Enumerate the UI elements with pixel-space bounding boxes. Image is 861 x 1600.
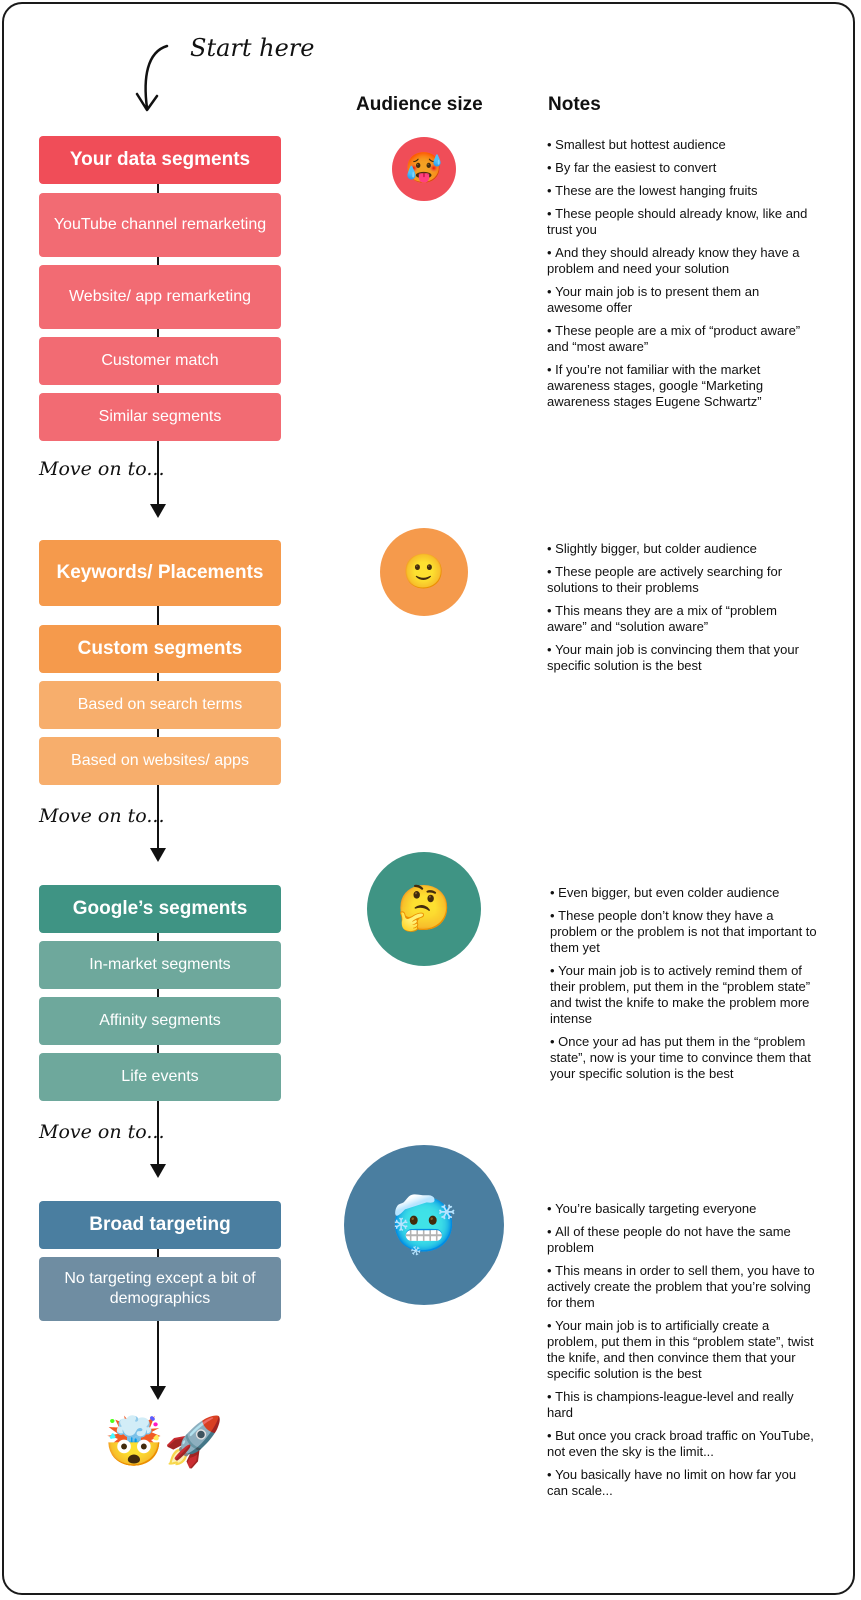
website-remarketing-box: Website/ app remarketing bbox=[39, 265, 281, 329]
cold-face-icon: 🥶 bbox=[390, 1193, 458, 1256]
notes-list-4: You’re basically targeting everyone All … bbox=[547, 1201, 817, 1506]
similar-segments-box: Similar segments bbox=[39, 393, 281, 441]
note-item: Your main job is to artificially create … bbox=[547, 1318, 817, 1382]
note-item: But once you crack broad traffic on YouT… bbox=[547, 1428, 817, 1460]
based-on-search-terms-box: Based on search terms bbox=[39, 681, 281, 729]
based-on-websites-box: Based on websites/ apps bbox=[39, 737, 281, 785]
notes-list-1: Smallest but hottest audience By far the… bbox=[547, 137, 817, 417]
affinity-segments-box: Affinity segments bbox=[39, 997, 281, 1045]
audience-size-circle-cold: 🥶 bbox=[344, 1145, 504, 1305]
move-on-label: Move on to... bbox=[39, 805, 165, 827]
googles-segments-heading: Google’s segments bbox=[39, 885, 281, 933]
note-item: If you’re not familiar with the market a… bbox=[547, 362, 817, 410]
audience-size-header: Audience size bbox=[356, 94, 483, 115]
note-item: These people should already know, like a… bbox=[547, 206, 817, 238]
start-arrow-icon bbox=[135, 44, 169, 112]
slight-smile-icon: 🙂 bbox=[402, 552, 446, 592]
note-item: Smallest but hottest audience bbox=[547, 137, 817, 153]
note-item: These people are a mix of “product aware… bbox=[547, 323, 817, 355]
customer-match-box: Customer match bbox=[39, 337, 281, 385]
notes-header: Notes bbox=[548, 94, 601, 115]
note-item: All of these people do not have the same… bbox=[547, 1224, 817, 1256]
note-item: This means they are a mix of “problem aw… bbox=[547, 603, 817, 635]
note-item: Once your ad has put them in the “proble… bbox=[550, 1034, 818, 1082]
note-item: This means in order to sell them, you ha… bbox=[547, 1263, 817, 1311]
note-item: Your main job is convincing them that yo… bbox=[547, 642, 817, 674]
arrow-down-icon bbox=[150, 1386, 166, 1400]
audience-size-circle-cool: 🤔 bbox=[367, 852, 481, 966]
notes-list-3: Even bigger, but even colder audience Th… bbox=[550, 885, 818, 1089]
note-item: Slightly bigger, but colder audience bbox=[547, 541, 817, 557]
note-item: And they should already know they have a… bbox=[547, 245, 817, 277]
keywords-placements-heading: Keywords/ Placements bbox=[39, 540, 281, 606]
exploding-head-rocket-icon: 🤯🚀 bbox=[104, 1414, 224, 1470]
note-item: This is champions-league-level and reall… bbox=[547, 1389, 817, 1421]
thinking-face-icon: 🤔 bbox=[396, 883, 452, 934]
start-here-label: Start here bbox=[190, 34, 315, 62]
custom-segments-heading: Custom segments bbox=[39, 625, 281, 673]
arrow-down-icon bbox=[150, 504, 166, 518]
hot-face-icon: 🥵 bbox=[405, 151, 443, 186]
note-item: By far the easiest to convert bbox=[547, 160, 817, 176]
note-item: Even bigger, but even colder audience bbox=[550, 885, 818, 901]
life-events-box: Life events bbox=[39, 1053, 281, 1101]
your-data-segments-heading: Your data segments bbox=[39, 136, 281, 184]
arrow-down-icon bbox=[150, 1164, 166, 1178]
no-targeting-box: No targeting except a bit of demographic… bbox=[39, 1257, 281, 1321]
note-item: Your main job is to actively remind them… bbox=[550, 963, 818, 1027]
connector-line bbox=[157, 928, 159, 1164]
note-item: You’re basically targeting everyone bbox=[547, 1201, 817, 1217]
notes-list-2: Slightly bigger, but colder audience The… bbox=[547, 541, 817, 681]
note-item: These people are actively searching for … bbox=[547, 564, 817, 596]
note-item: These people don’t know they have a prob… bbox=[550, 908, 818, 956]
note-item: Your main job is to present them an awes… bbox=[547, 284, 817, 316]
audience-size-circle-hot: 🥵 bbox=[392, 137, 456, 201]
in-market-segments-box: In-market segments bbox=[39, 941, 281, 989]
youtube-remarketing-box: YouTube channel remarketing bbox=[39, 193, 281, 257]
note-item: You basically have no limit on how far y… bbox=[547, 1467, 817, 1499]
arrow-down-icon bbox=[150, 848, 166, 862]
note-item: These are the lowest hanging fruits bbox=[547, 183, 817, 199]
audience-size-circle-warm: 🙂 bbox=[380, 528, 468, 616]
move-on-label: Move on to... bbox=[39, 1121, 165, 1143]
broad-targeting-heading: Broad targeting bbox=[39, 1201, 281, 1249]
move-on-label: Move on to... bbox=[39, 458, 165, 480]
